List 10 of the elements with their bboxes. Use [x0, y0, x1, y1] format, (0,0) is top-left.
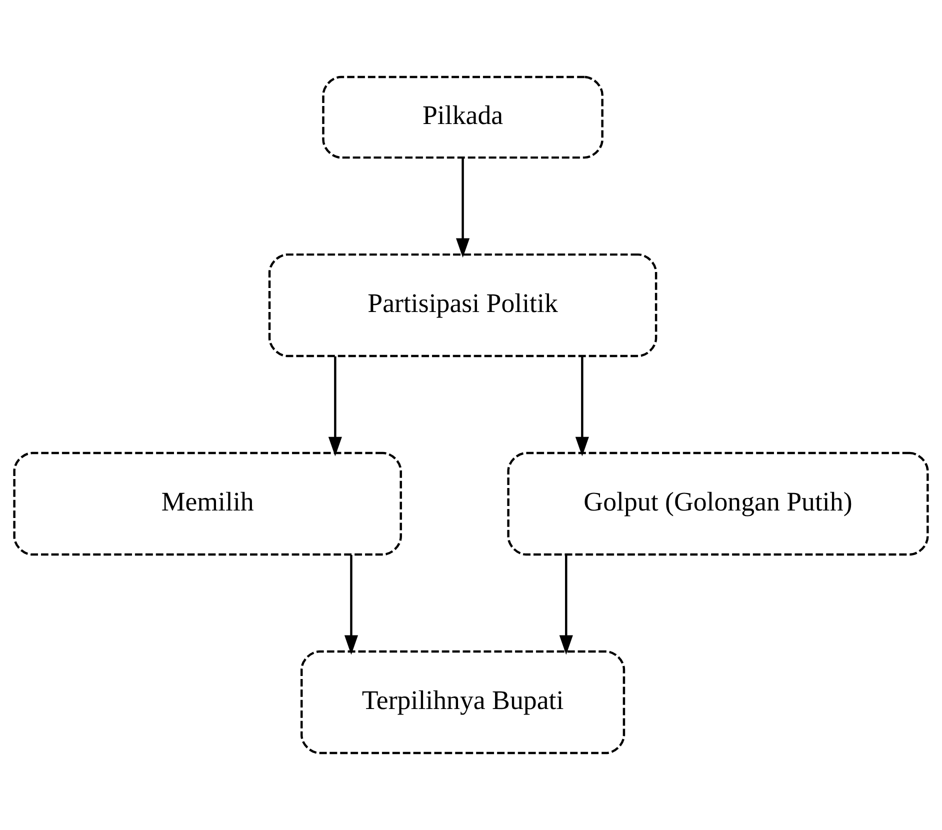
node-box: Pilkada — [322, 76, 604, 159]
arrow — [344, 554, 358, 655]
node-box: Golput (Golongan Putih) — [507, 452, 929, 556]
arrow — [575, 356, 589, 456]
arrow — [456, 158, 470, 258]
node-box: Memilih — [13, 452, 402, 556]
arrow — [559, 554, 573, 655]
node-box: Terpilihnya Bupati — [300, 650, 626, 754]
node-box: Partisipasi Politik — [268, 253, 658, 358]
arrow — [328, 356, 342, 456]
